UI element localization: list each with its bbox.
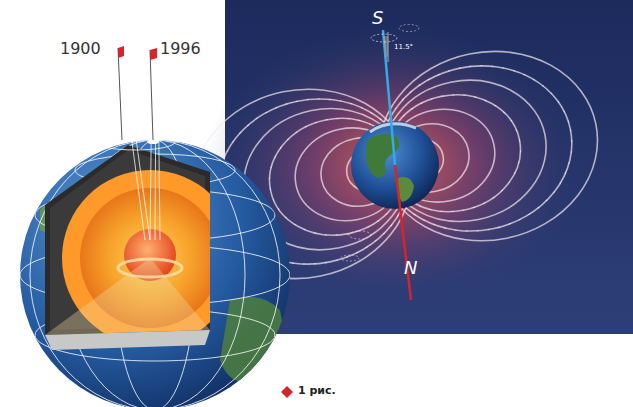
year-label: 1996 [160, 40, 201, 58]
pole-label: S [372, 8, 383, 28]
figure-caption: 1 рис. [298, 385, 336, 397]
year-label: 1900 [60, 40, 101, 58]
angle-label: 11.5° [394, 44, 413, 52]
pole-label: N [404, 258, 417, 278]
